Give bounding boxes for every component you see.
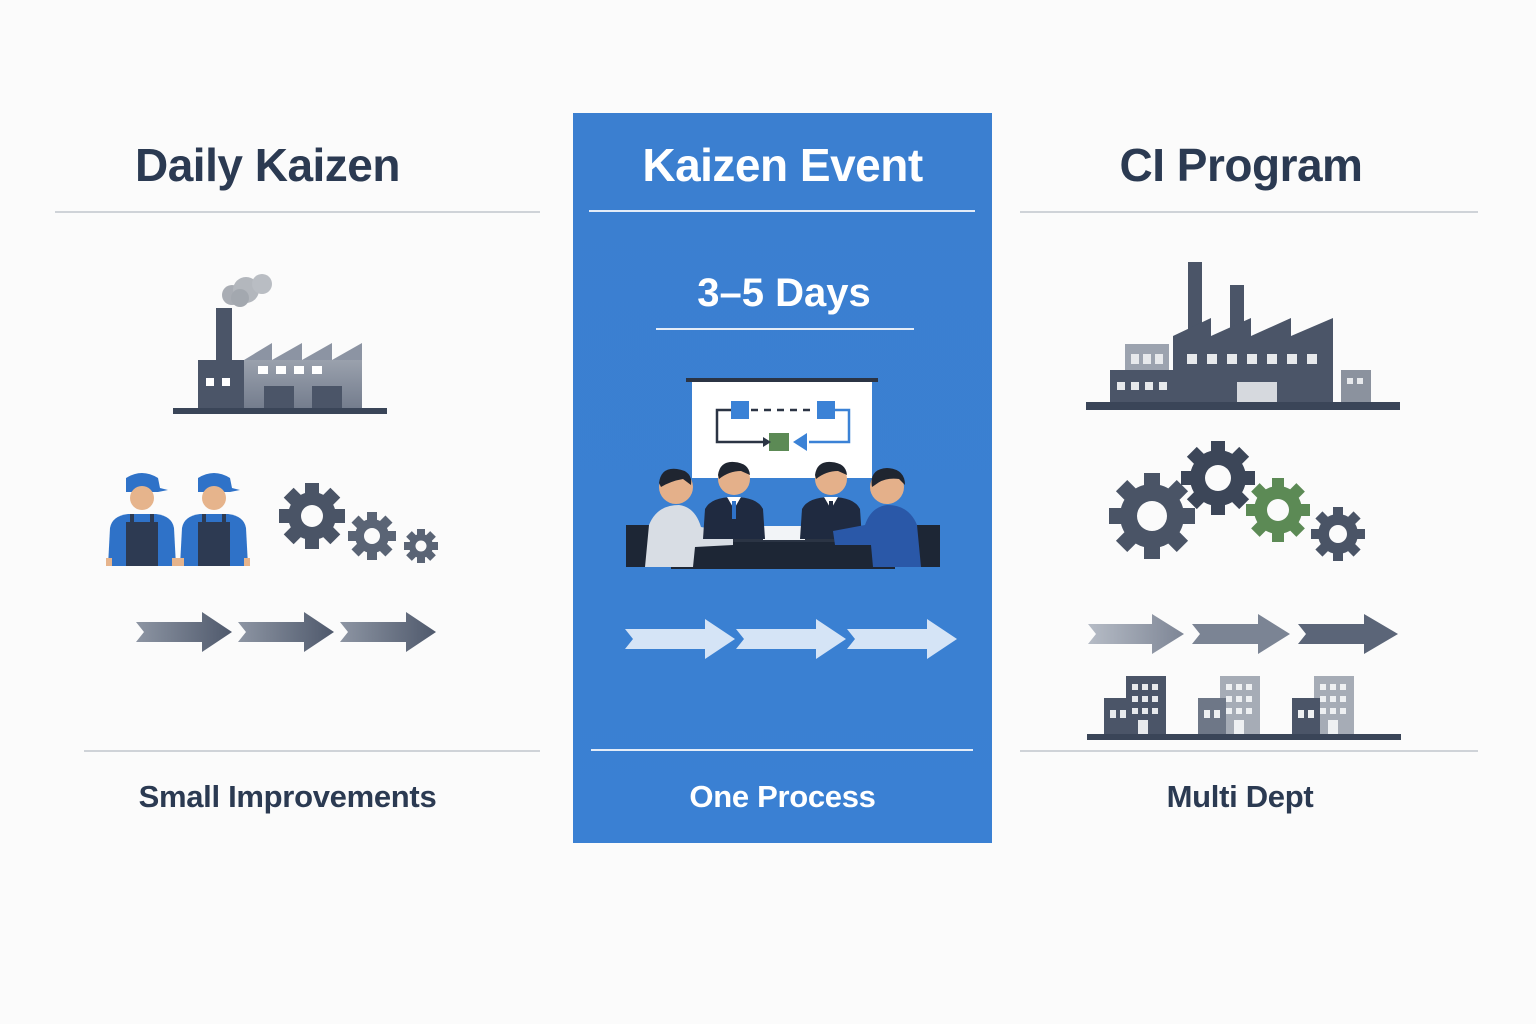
team-meeting-icon [626, 378, 940, 569]
divider [1020, 750, 1478, 752]
column-title: Daily Kaizen [135, 139, 401, 191]
duration-label: 3–5 Days [697, 271, 871, 315]
column-daily-kaizen: Daily Kaizen [0, 0, 573, 1024]
large-factory-icon [1086, 262, 1400, 410]
arrows-icon [625, 619, 957, 659]
arrows-icon [1088, 614, 1398, 654]
process-flow-board-icon [715, 401, 851, 451]
divider [589, 210, 975, 212]
column-footer: Multi Dept [1166, 779, 1314, 814]
divider [1020, 211, 1478, 213]
workers-icon [106, 473, 250, 566]
column-ci-program: CI Program [992, 0, 1536, 1024]
column-footer: Small Improvements [138, 779, 437, 814]
column-title: Kaizen Event [642, 139, 923, 191]
gears-icon [279, 483, 438, 563]
divider [55, 211, 540, 213]
divider [591, 749, 973, 751]
factory-icon [173, 274, 387, 414]
arrows-icon [136, 612, 436, 652]
column-kaizen-event: Kaizen Event 3–5 Days [573, 113, 992, 843]
buildings-icon [1087, 676, 1401, 740]
divider [84, 750, 540, 752]
column-title: CI Program [1119, 139, 1363, 191]
column-footer: One Process [689, 779, 876, 814]
gears-icon [1109, 441, 1365, 561]
duration-underline [656, 328, 914, 330]
